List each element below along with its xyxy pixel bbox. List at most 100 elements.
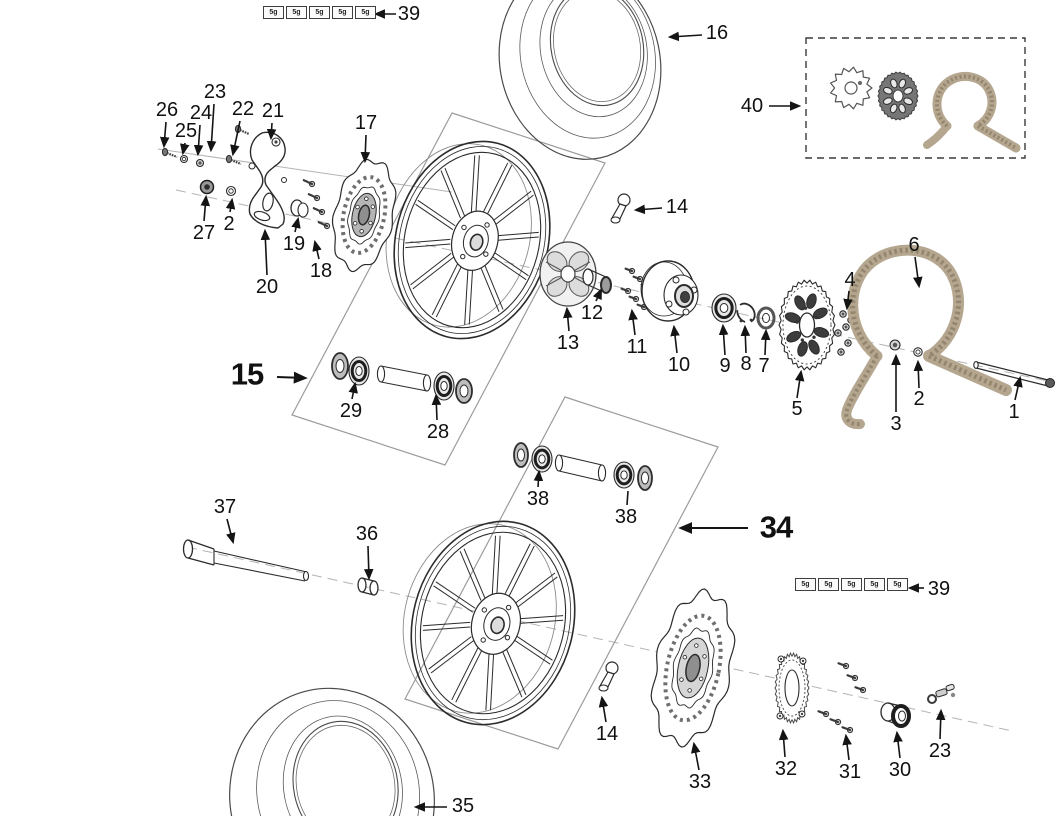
leader-21 [266, 122, 277, 141]
callout-39: 39 [397, 3, 421, 25]
leader-37 [226, 518, 236, 545]
callout-28: 28 [426, 421, 450, 443]
callout-24: 24 [189, 102, 213, 124]
callout-26: 26 [155, 99, 179, 121]
leader-2 [225, 197, 236, 213]
callout-40: 40 [740, 95, 764, 117]
leader-23 [206, 103, 217, 153]
callout-1: 1 [1008, 401, 1020, 423]
leader-20 [260, 228, 271, 276]
axis-guide-lines [157, 148, 1053, 732]
leader-17 [360, 134, 371, 164]
assembly-boxes [291, 37, 1026, 750]
balance-weight: 5g [818, 578, 839, 591]
leader-33 [690, 741, 701, 771]
leader-32 [778, 728, 789, 758]
callout-30: 30 [888, 759, 912, 781]
leader-27 [200, 194, 211, 222]
axle-nut [889, 339, 901, 351]
leader-36 [363, 545, 374, 581]
balance-weight: 5g [332, 6, 353, 19]
leader-15 [276, 371, 308, 384]
callout-20: 20 [255, 276, 279, 298]
callout-37: 37 [213, 496, 237, 518]
rear-sprocket [778, 279, 836, 371]
balance-weight: 5g [841, 578, 862, 591]
leader-14 [633, 204, 663, 215]
leader-18 [312, 239, 322, 260]
balance-weight: 5g [887, 578, 908, 591]
balance-weight: 5g [355, 6, 376, 19]
callout-18: 18 [309, 260, 333, 282]
leader-10 [670, 324, 680, 354]
rear-caliper-bracket [248, 131, 287, 229]
leader-31 [842, 733, 852, 761]
balance-weight: 5g [795, 578, 816, 591]
callout-39: 39 [927, 578, 951, 600]
front-brake-disc [650, 588, 736, 748]
sprocket-nuts [834, 310, 855, 356]
speed-sensor [927, 683, 956, 704]
callout-10: 10 [667, 354, 691, 376]
callout-35: 35 [451, 795, 475, 816]
leader-26 [159, 121, 170, 149]
disc-bolts [817, 662, 867, 734]
callout-21: 21 [261, 100, 285, 122]
leader-6 [913, 256, 923, 289]
rear-valve-stem [610, 193, 631, 224]
wheel-spacer [880, 702, 911, 728]
rear-brake-disc [331, 158, 397, 273]
callout-22: 22 [231, 98, 255, 120]
drive-chain [841, 244, 1012, 430]
leader-38 [626, 490, 629, 506]
callout-17: 17 [354, 112, 378, 134]
leader-28 [431, 393, 442, 421]
balance-weight: 5g [263, 6, 284, 19]
callout-6: 6 [908, 234, 920, 256]
rear-tire [498, 0, 662, 160]
leader-30 [893, 730, 903, 759]
callout-7: 7 [758, 355, 770, 377]
callout-19: 19 [282, 233, 306, 255]
callout-8: 8 [740, 353, 752, 375]
front-axle [182, 539, 310, 582]
callout-38: 38 [526, 488, 550, 510]
leader-8 [740, 324, 751, 354]
callout-12: 12 [580, 302, 604, 324]
disc-screws [302, 179, 331, 230]
callout-27: 27 [192, 222, 216, 244]
front-tire [229, 687, 435, 816]
rear-bearing-kit [331, 352, 473, 404]
front-valve-stem [598, 661, 619, 692]
callout-3: 3 [890, 413, 902, 435]
hub-spacer [582, 268, 612, 294]
front-axle-bushing [357, 577, 379, 596]
front-bearing-kit [513, 442, 653, 491]
leader-2 [913, 359, 924, 389]
rear-axle [973, 361, 1055, 388]
leader-7 [760, 328, 771, 356]
callout-5: 5 [791, 398, 803, 420]
leader-22 [230, 120, 241, 157]
callout-25: 25 [174, 120, 198, 142]
leader-14 [598, 695, 609, 723]
leader-1 [1013, 375, 1023, 401]
rear-wheel [385, 140, 551, 340]
sprocket-carrier-hub [640, 260, 699, 322]
callout-9: 9 [719, 355, 731, 377]
balance-weight: 5g [864, 578, 885, 591]
leader-24 [193, 124, 204, 157]
circlip [736, 302, 756, 324]
callout-15: 15 [230, 356, 264, 392]
leader-23 [935, 708, 946, 740]
leader-9 [718, 323, 729, 356]
callout-23: 23 [203, 81, 227, 103]
callout-2: 2 [913, 388, 925, 410]
leader-12 [592, 287, 602, 302]
callout-16: 16 [705, 22, 729, 44]
bearing-washer [756, 306, 776, 330]
